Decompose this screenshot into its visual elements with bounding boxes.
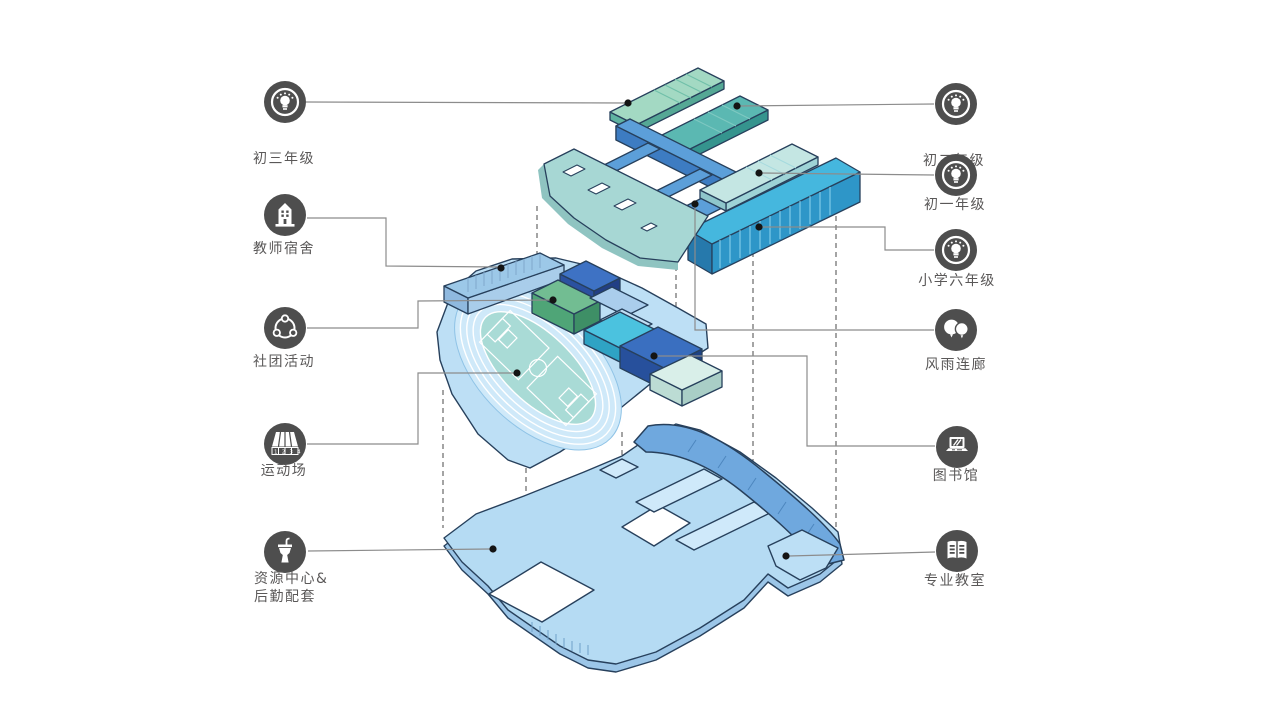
open-book-icon bbox=[934, 528, 980, 574]
callout-label-logistics: 后勤配套 bbox=[254, 589, 316, 605]
balloons-icon bbox=[933, 307, 979, 353]
callout-label-grade7: 初一年级 bbox=[924, 197, 986, 213]
hook-piece bbox=[767, 529, 839, 581]
perforated-roof-plate bbox=[538, 148, 709, 270]
soccer-pitch-markings bbox=[478, 309, 598, 427]
dormitory-roof bbox=[443, 252, 565, 315]
middle-cluster-boxes bbox=[531, 260, 723, 407]
ribbon-classroom-band bbox=[633, 423, 845, 567]
callout-dots bbox=[489, 99, 790, 560]
leader-lines bbox=[305, 101, 936, 557]
courtyard-hole bbox=[621, 504, 691, 547]
library-box bbox=[619, 326, 703, 369]
callout-label-club: 社团活动 bbox=[253, 354, 315, 370]
lightbulb-icon bbox=[933, 227, 979, 273]
skylight-holes bbox=[562, 164, 658, 232]
primary6-roof-slab bbox=[687, 157, 861, 275]
dormitory-building-icon bbox=[262, 192, 308, 238]
lightbulb-icon bbox=[933, 152, 979, 198]
callout-label-dormitory: 教师宿舍 bbox=[253, 241, 315, 257]
laptop-icon bbox=[934, 424, 980, 470]
drink-cup-icon bbox=[262, 529, 308, 575]
callout-label-library: 图书馆 bbox=[932, 468, 980, 484]
courtyard-hole bbox=[488, 561, 595, 623]
lane-numbers: 1234 bbox=[274, 449, 305, 455]
callout-label-resource-center: 资源中心& bbox=[254, 571, 329, 587]
lightbulb-icon bbox=[262, 79, 308, 125]
facade-mullions bbox=[719, 187, 831, 268]
lightbulb-icon bbox=[933, 81, 979, 127]
facade-hatch bbox=[531, 622, 589, 655]
callout-label-specialized-classrooms: 专业教室 bbox=[924, 573, 986, 589]
callout-label-sports-field: 运动场 bbox=[260, 463, 308, 479]
roof-hatch bbox=[467, 254, 541, 292]
network-nodes-icon bbox=[262, 305, 308, 351]
callout-label-corridor: 风雨连廊 bbox=[925, 357, 987, 373]
running-track-icon: 1234 bbox=[262, 421, 308, 467]
callout-label-primary6: 小学六年级 bbox=[918, 273, 996, 289]
callout-label-grade9: 初三年级 bbox=[253, 151, 315, 167]
